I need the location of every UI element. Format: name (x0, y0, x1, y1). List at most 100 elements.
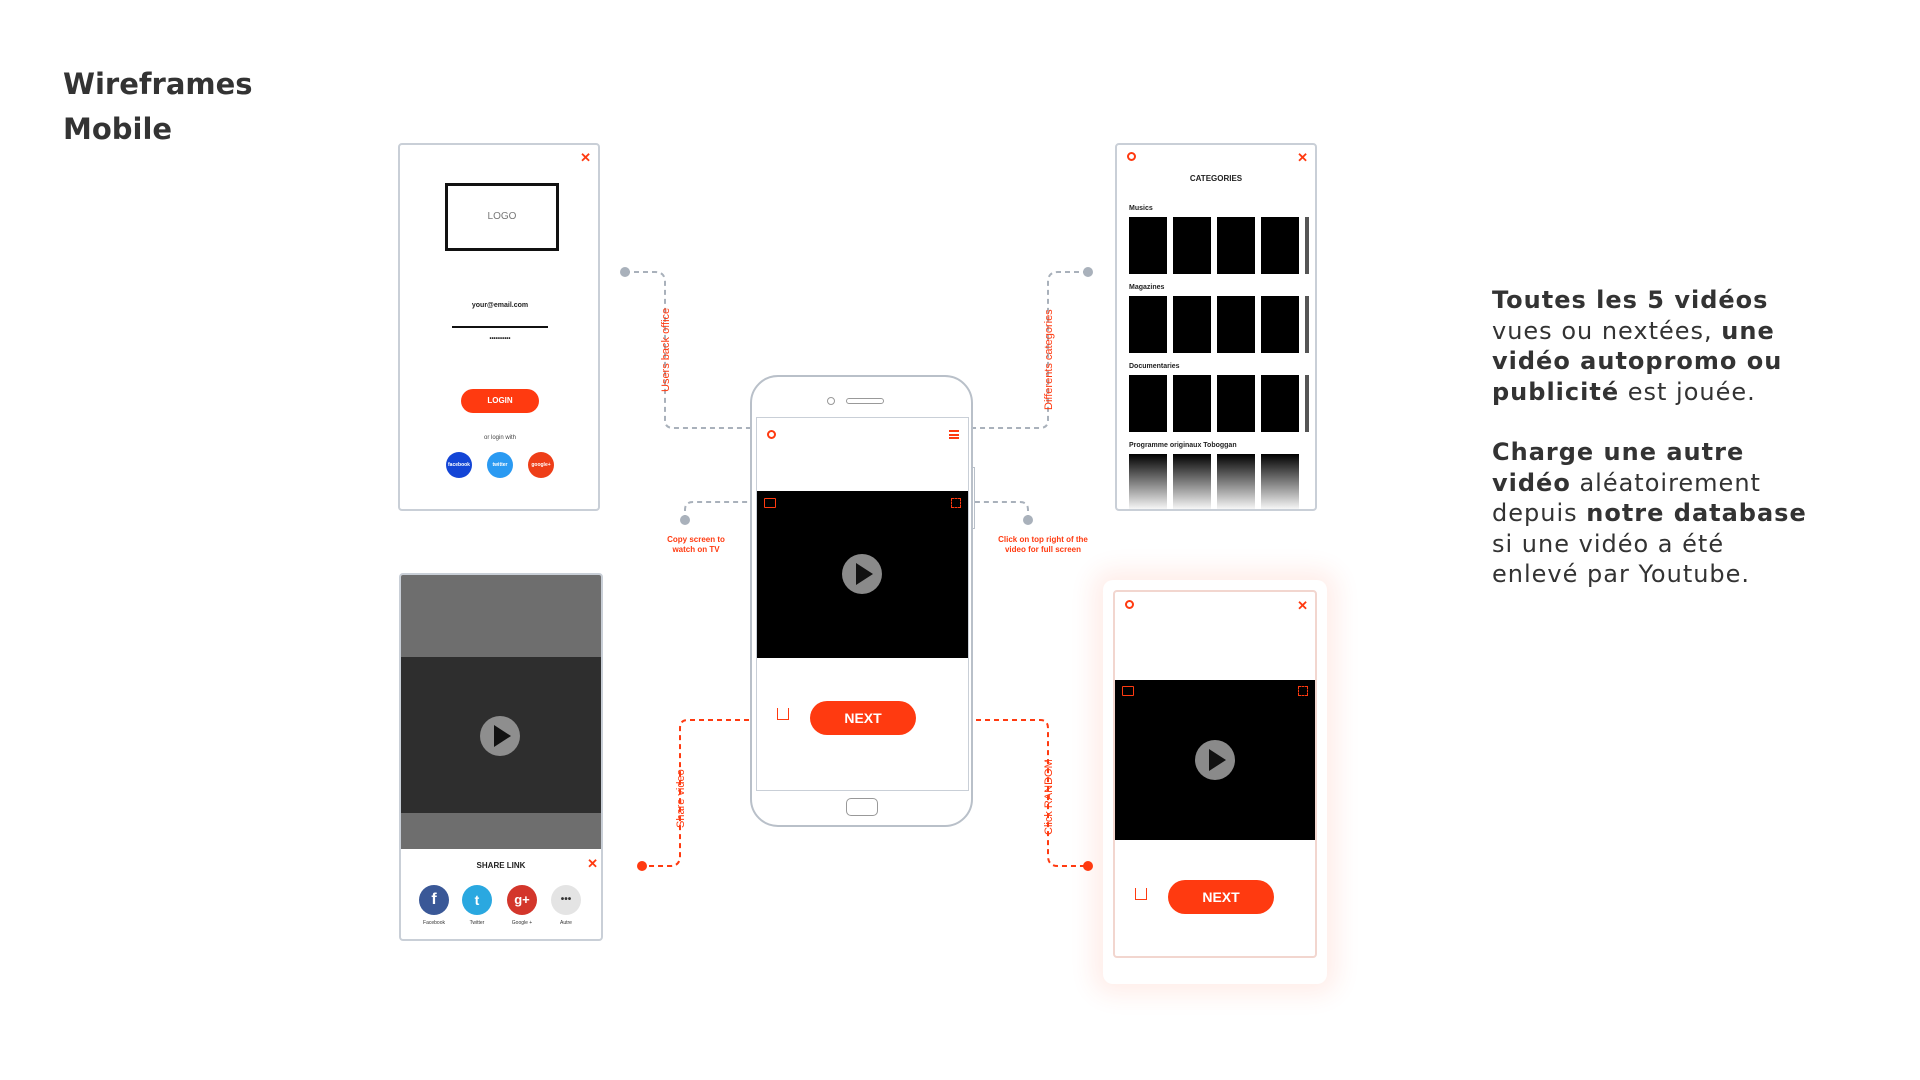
next-button[interactable]: NEXT (1168, 880, 1274, 914)
share-google-icon[interactable]: g+ (507, 885, 537, 915)
connector-dot-3 (680, 515, 690, 525)
category-thumb[interactable] (1129, 375, 1167, 432)
category-thumb[interactable] (1129, 296, 1167, 353)
connector-dot-6 (1083, 861, 1093, 871)
label-copy-screen: Copy screen to watch on TV (667, 535, 725, 554)
share-twitter-icon[interactable]: t (462, 885, 492, 915)
category-thumb[interactable] (1217, 296, 1255, 353)
categories-title: CATEGORIES (1189, 174, 1243, 183)
category-label-programme: Programme originaux Toboggan (1129, 442, 1237, 449)
label-users-back-office: Users back office (660, 307, 672, 392)
category-thumb[interactable] (1261, 375, 1299, 432)
share-screen: ✕ SHARE LINK f t g+ ••• Facebook Twitter… (399, 573, 603, 941)
share-label-other: Autre (560, 920, 572, 926)
category-thumb[interactable] (1173, 296, 1211, 353)
category-thumb[interactable] (1217, 375, 1255, 432)
play-triangle-icon (1209, 749, 1226, 771)
close-icon[interactable]: ✕ (580, 150, 591, 165)
phone-side-button (971, 467, 975, 529)
page-title: Wireframes Mobile (63, 62, 253, 152)
categories-screen: ✕ CATEGORIES Musics Magazines Documentar… (1115, 143, 1317, 511)
settings-icon[interactable] (1125, 600, 1134, 609)
category-thumb[interactable] (1173, 375, 1211, 432)
category-thumb[interactable] (1217, 454, 1255, 509)
connector-dot-2 (1083, 267, 1093, 277)
label-click-top-right: Click on top right of the video for full… (998, 535, 1088, 554)
connector-categories (955, 271, 1088, 429)
cast-icon[interactable] (1122, 686, 1134, 696)
settings-icon[interactable] (767, 430, 776, 439)
share-close-icon[interactable]: ✕ (587, 856, 598, 871)
category-label-documentaries: Documentaries (1129, 363, 1180, 370)
category-thumb[interactable] (1261, 296, 1299, 353)
category-thumb[interactable] (1261, 454, 1299, 509)
scroll-indicator[interactable] (1305, 217, 1309, 274)
page-title-line-1: Wireframes (63, 67, 253, 101)
phone-camera (827, 397, 835, 405)
next-button[interactable]: NEXT (810, 701, 916, 735)
login-screen: ✕ LOGO your@email.com •••••••••• LOGIN o… (398, 143, 600, 511)
fullscreen-icon[interactable] (951, 498, 961, 508)
play-icon[interactable] (480, 716, 520, 756)
side-paragraph-2: Charge une autre vidéo aléatoirement dep… (1492, 437, 1812, 590)
side-p1-seg-1: Toutes les 5 vidéos (1492, 286, 1769, 314)
page-title-line-2: Mobile (63, 112, 173, 146)
share-facebook-icon[interactable]: f (419, 885, 449, 915)
side-p2-seg-4: si une vidéo a été enlevé par Youtube. (1492, 529, 1751, 589)
connector-random (958, 719, 1088, 867)
share-icon[interactable] (777, 708, 789, 720)
label-share-video: Share video (675, 769, 687, 828)
category-thumb[interactable] (1173, 454, 1211, 509)
password-field[interactable]: •••••••••• (489, 336, 511, 342)
side-p2-seg-3: notre database (1586, 499, 1807, 527)
play-icon[interactable] (1195, 740, 1235, 780)
share-icon[interactable] (1135, 888, 1147, 900)
connector-users-back-office (625, 271, 765, 429)
settings-icon[interactable] (1127, 152, 1136, 161)
share-other-icon[interactable]: ••• (551, 885, 581, 915)
fullscreen-icon[interactable] (1298, 686, 1308, 696)
side-paragraph-1: Toutes les 5 vidéos vues ou nextées, une… (1492, 285, 1812, 407)
side-p1-seg-4: est jouée. (1619, 377, 1756, 406)
category-thumb[interactable] (1129, 217, 1167, 274)
email-underline (452, 326, 548, 328)
menu-icon[interactable] (949, 430, 959, 439)
label-different-categories: Differents categories (1043, 309, 1055, 410)
phone-home-button (846, 798, 878, 816)
category-thumb[interactable] (1217, 217, 1255, 274)
email-field[interactable]: your@email.com (471, 302, 529, 309)
share-label-facebook: Facebook (423, 920, 445, 926)
share-overlay-top (401, 575, 601, 657)
phone-screen: NEXT (756, 417, 969, 791)
connector-full-screen (965, 501, 1029, 520)
connector-share (642, 719, 758, 867)
close-icon[interactable]: ✕ (1297, 150, 1308, 165)
category-thumb[interactable] (1261, 217, 1299, 274)
connector-dot-1 (620, 267, 630, 277)
connector-dot-4 (1023, 515, 1033, 525)
phone-mockup: NEXT (750, 375, 975, 827)
label-click-random: Click RANDOM (1043, 759, 1055, 835)
or-login-with: or login with (483, 435, 516, 441)
category-label-musics: Musics (1129, 205, 1153, 212)
twitter-login-button[interactable]: twitter (487, 452, 513, 478)
video-player[interactable] (757, 491, 968, 658)
play-icon[interactable] (842, 554, 882, 594)
scroll-indicator[interactable] (1305, 375, 1309, 432)
connector-dot-5 (637, 861, 647, 871)
category-thumb[interactable] (1173, 217, 1211, 274)
scroll-indicator[interactable] (1305, 296, 1309, 353)
video-player[interactable] (1115, 680, 1315, 840)
login-button[interactable]: LOGIN (461, 389, 539, 413)
share-overlay-bottom (401, 813, 601, 849)
share-label-twitter: Twitter (469, 920, 485, 926)
cast-icon[interactable] (764, 498, 776, 508)
facebook-login-button[interactable]: facebook (446, 452, 472, 478)
random-screen: ✕ NEXT (1113, 590, 1317, 958)
google-login-button[interactable]: google+ (528, 452, 554, 478)
connector-copy-screen (684, 501, 752, 520)
phone-speaker (846, 398, 884, 404)
close-icon[interactable]: ✕ (1297, 598, 1308, 613)
category-thumb[interactable] (1129, 454, 1167, 509)
